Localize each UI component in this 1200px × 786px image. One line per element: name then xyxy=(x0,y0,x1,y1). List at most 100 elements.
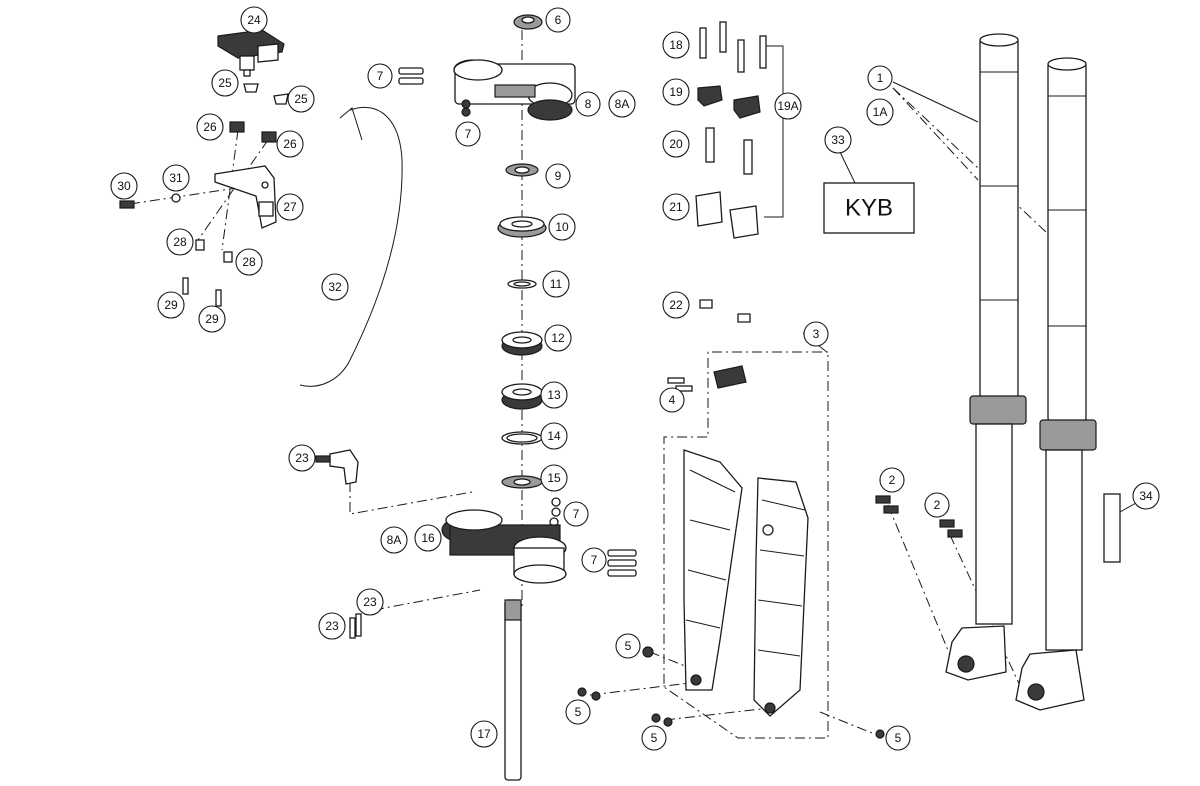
callout-label: 16 xyxy=(421,531,435,545)
callout-circle xyxy=(774,92,802,120)
callout-label: 5 xyxy=(625,639,632,653)
callout-circle xyxy=(318,612,346,640)
callout-c19: 19 xyxy=(662,78,690,106)
callout-label: 32 xyxy=(328,280,342,294)
callout-label: 27 xyxy=(283,200,297,214)
callout-circle xyxy=(235,248,263,276)
part-6-nut xyxy=(513,14,543,30)
callout-label: 8A xyxy=(387,533,402,547)
callout-label: 25 xyxy=(218,76,232,90)
callout-circle xyxy=(662,78,690,106)
callout-c33: 33 xyxy=(824,126,852,154)
parts-18-22 xyxy=(695,21,767,323)
callout-c5a: 5 xyxy=(615,633,641,659)
callout-circle xyxy=(196,113,224,141)
callout-circle xyxy=(924,492,950,518)
part-8-upper-clamp xyxy=(453,59,576,121)
callout-c4: 4 xyxy=(659,387,685,413)
part-16-lower-clamp xyxy=(441,509,567,584)
callout-c5d: 5 xyxy=(885,725,911,751)
part-26-spacers xyxy=(229,121,277,143)
callout-c5c: 5 xyxy=(641,725,667,751)
callout-c26a: 26 xyxy=(196,113,224,141)
callout-c32: 32 xyxy=(321,273,349,301)
kyb-label-box: KYB xyxy=(823,182,915,234)
callout-c21: 21 xyxy=(662,193,690,221)
callout-c2b: 2 xyxy=(924,492,950,518)
callout-label: 31 xyxy=(169,171,183,185)
callout-label: 12 xyxy=(551,331,565,345)
callout-c27: 27 xyxy=(276,193,304,221)
callout-label: 28 xyxy=(173,235,187,249)
part-4-plate xyxy=(667,365,747,392)
callout-c10: 10 xyxy=(548,213,576,241)
callout-circle xyxy=(662,31,690,59)
callout-circle xyxy=(641,725,667,751)
callout-label: 10 xyxy=(555,220,569,234)
callout-label: 25 xyxy=(294,92,308,106)
callout-label: 3 xyxy=(813,327,820,341)
part-7-bolts-upper xyxy=(398,67,471,117)
callout-label: 2 xyxy=(889,473,896,487)
part-5-bolts xyxy=(577,646,885,739)
callout-c16: 16 xyxy=(414,524,442,552)
callout-label: 7 xyxy=(573,507,580,521)
callout-circle xyxy=(288,444,316,472)
callout-label: 8 xyxy=(585,97,592,111)
callout-c7d: 7 xyxy=(581,547,607,573)
callout-c29b: 29 xyxy=(198,305,226,333)
callout-c17: 17 xyxy=(470,720,498,748)
callout-c34: 34 xyxy=(1132,482,1160,510)
part-7-bolts-lower xyxy=(607,549,637,577)
callout-circle xyxy=(659,387,685,413)
callout-label: 1A xyxy=(873,105,888,119)
callout-circle xyxy=(380,526,408,554)
part-29-bolts xyxy=(182,277,222,307)
callout-c14: 14 xyxy=(540,422,568,450)
part-30-31 xyxy=(119,193,181,209)
callout-label: 4 xyxy=(669,393,676,407)
callout-c26b: 26 xyxy=(276,130,304,158)
callout-label: 2 xyxy=(934,498,941,512)
callout-label: 34 xyxy=(1139,489,1153,503)
callout-circle xyxy=(276,193,304,221)
callout-label: 33 xyxy=(831,133,845,147)
part-25-nuts xyxy=(243,83,289,105)
callout-circle xyxy=(542,270,570,298)
callout-circle xyxy=(540,464,568,492)
fork-guards xyxy=(683,449,809,717)
callout-circle xyxy=(321,273,349,301)
callout-label: 8A xyxy=(615,97,630,111)
callout-label: 23 xyxy=(295,451,309,465)
part-23-sensor xyxy=(315,449,362,639)
callout-c5b: 5 xyxy=(565,699,591,725)
callout-label: 7 xyxy=(465,127,472,141)
part-27-bracket xyxy=(214,165,277,229)
callout-c1a: 1A xyxy=(866,98,894,126)
callout-circle xyxy=(575,91,601,117)
callout-circle xyxy=(470,720,498,748)
callout-label: 14 xyxy=(547,429,561,443)
callout-c22: 22 xyxy=(662,291,690,319)
callout-circle xyxy=(662,130,690,158)
callout-label: 26 xyxy=(203,120,217,134)
callout-label: 15 xyxy=(547,471,561,485)
callout-circle xyxy=(662,193,690,221)
callout-c6: 6 xyxy=(545,7,571,33)
callout-label: 7 xyxy=(591,553,598,567)
callout-c8a1: 8A xyxy=(608,90,636,118)
callout-circle xyxy=(563,501,589,527)
callout-circle xyxy=(240,6,268,34)
callout-circle xyxy=(545,163,571,189)
fork-leg-left xyxy=(945,33,1027,681)
fork-leg-right xyxy=(1015,57,1097,711)
callout-circle xyxy=(885,725,911,751)
callout-c18: 18 xyxy=(662,31,690,59)
callout-label: 28 xyxy=(242,255,256,269)
callout-circle xyxy=(615,633,641,659)
callout-circle xyxy=(662,291,690,319)
callout-circle xyxy=(548,213,576,241)
callout-label: 6 xyxy=(555,13,562,27)
callout-circle xyxy=(540,381,568,409)
callout-c2a: 2 xyxy=(879,467,905,493)
